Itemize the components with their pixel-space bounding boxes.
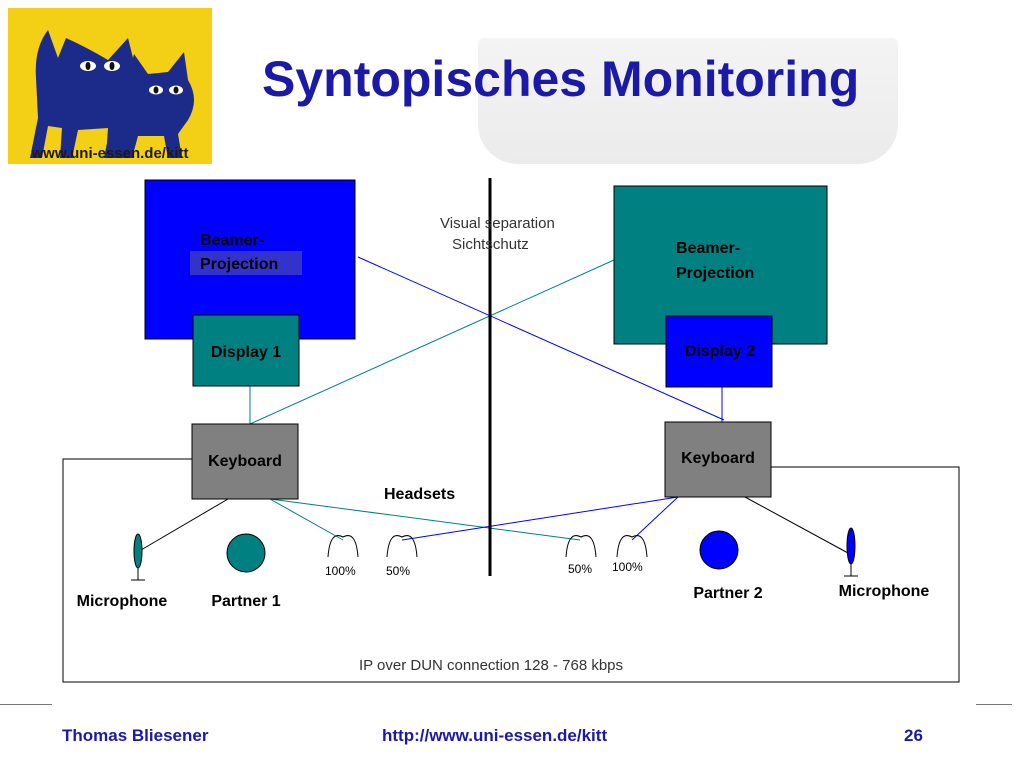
connection-label: IP over DUN connection 128 - 768 kbps — [359, 657, 623, 674]
left-headset-100-label: 100% — [325, 564, 356, 578]
headsets-label: Headsets — [384, 486, 455, 503]
wire-left-headset-50 — [401, 496, 679, 541]
display-1-label: Display 1 — [211, 344, 281, 361]
separation-label-line1: Visual separation — [440, 215, 555, 232]
monitoring-diagram: Beamer- Projection Display 1 Beamer- Pro… — [62, 178, 960, 683]
right-projection-label-line2: Projection — [676, 265, 754, 282]
left-headset-50-label: 50% — [386, 564, 410, 578]
display-1 — [192, 314, 300, 387]
kitt-logo: www.uni-essen.de/kitt — [8, 8, 212, 164]
partner-2-label: Partner 2 — [693, 585, 762, 602]
footer-author: Thomas Bliesener — [62, 726, 209, 745]
footer-page-number: 26 — [904, 726, 923, 745]
partner-1-icon — [226, 533, 266, 573]
left-microphone-label: Microphone — [77, 593, 168, 610]
display-2 — [665, 315, 773, 388]
footer-rule-right — [976, 704, 1012, 705]
left-projection-highlight — [190, 251, 302, 275]
footer-rule-left — [0, 704, 52, 705]
right-headset-100-label: 100% — [612, 560, 643, 574]
separation-label-line2: Sichtschutz — [452, 236, 529, 253]
display-2-label: Display 2 — [685, 343, 755, 360]
wire-left-microphone — [140, 498, 229, 551]
right-headset-50-label: 50% — [568, 562, 592, 576]
headset-icon — [616, 535, 648, 558]
partner-2-icon — [699, 530, 739, 570]
wire-right-headset-50 — [269, 498, 581, 541]
right-keyboard-label: Keyboard — [681, 450, 755, 467]
link-right-projection-to-left-keyboard — [249, 259, 615, 425]
link-left-projection-to-right-keyboard — [357, 256, 725, 421]
right-keyboard — [664, 421, 772, 498]
connection-frame — [62, 458, 960, 683]
left-microphone-icon — [131, 533, 145, 581]
headset-icon — [327, 535, 359, 558]
left-keyboard — [191, 423, 299, 500]
wire-right-microphone — [744, 496, 849, 554]
right-microphone-icon — [844, 527, 858, 577]
title-background — [478, 38, 898, 164]
left-projection-label-line2: Projection — [200, 256, 278, 273]
right-projection-label-line1: Beamer- — [676, 240, 740, 257]
headset-icon — [565, 535, 597, 558]
headset-icon — [386, 535, 418, 558]
left-keyboard-label: Keyboard — [208, 453, 282, 470]
partner-1-label: Partner 1 — [211, 593, 280, 610]
left-projection-label-line1: Beamer- — [200, 232, 264, 249]
wire-left-headset-100 — [269, 498, 344, 541]
wire-right-headset-100 — [631, 496, 679, 541]
slide-title: Syntopisches Monitoring — [262, 51, 860, 107]
cat-logo-icon — [30, 30, 194, 158]
logo-url-text: www.uni-essen.de/kitt — [31, 145, 189, 162]
footer-url[interactable]: http://www.uni-essen.de/kitt — [382, 726, 608, 745]
right-microphone-label: Microphone — [839, 583, 930, 600]
